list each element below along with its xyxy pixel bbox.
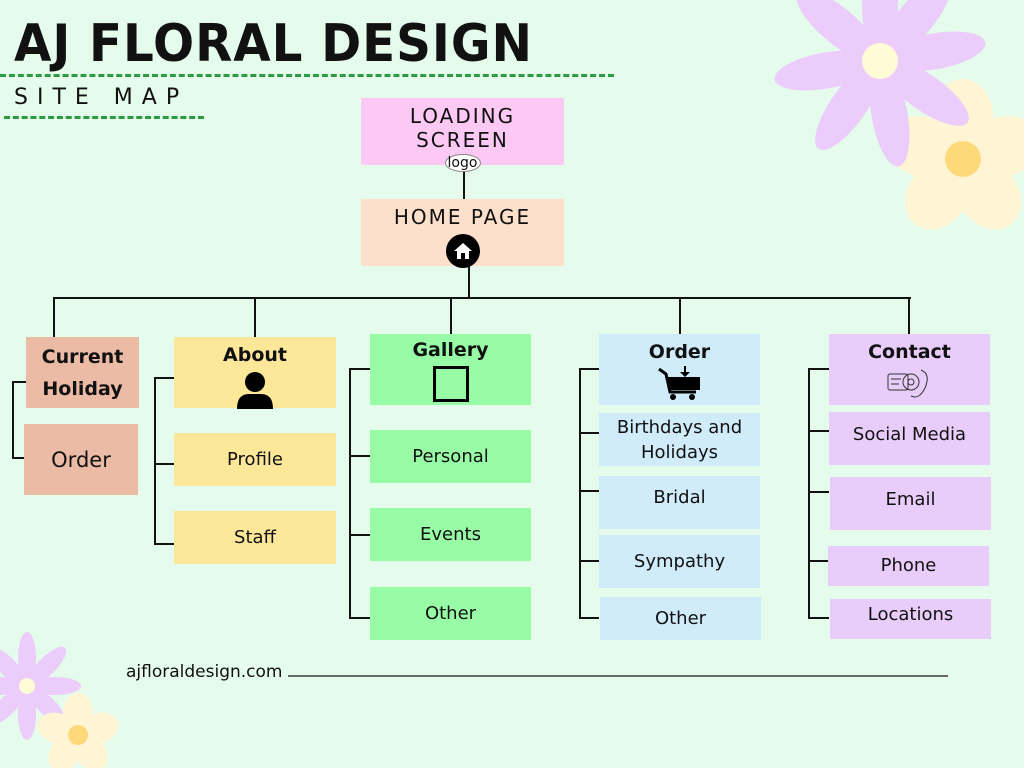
node-contact[interactable]: Contact bbox=[829, 334, 990, 405]
node-label: Contact bbox=[868, 341, 951, 363]
connector bbox=[808, 430, 829, 432]
connector bbox=[12, 381, 32, 383]
node-label: Other bbox=[424, 602, 477, 624]
node-contact-locations[interactable]: Locations bbox=[830, 599, 991, 639]
node-order[interactable]: Order bbox=[599, 334, 760, 405]
connector bbox=[579, 368, 581, 619]
connector bbox=[53, 297, 911, 299]
node-about-profile[interactable]: Profile bbox=[174, 433, 336, 486]
connector bbox=[12, 381, 14, 458]
connector bbox=[450, 297, 452, 335]
connector bbox=[349, 455, 370, 457]
node-label: Personal bbox=[412, 445, 489, 467]
node-order-sympathy[interactable]: Sympathy bbox=[599, 535, 760, 588]
node-gallery-personal[interactable]: Personal bbox=[370, 430, 531, 483]
logo-icon: logo bbox=[444, 154, 481, 172]
subtitle-divider bbox=[4, 116, 204, 119]
home-icon bbox=[445, 233, 481, 273]
node-label: About bbox=[223, 344, 287, 366]
connector bbox=[349, 368, 370, 370]
node-current-holiday-order[interactable]: Order bbox=[24, 424, 138, 495]
node-contact-phone[interactable]: Phone bbox=[828, 546, 989, 586]
connector bbox=[468, 266, 470, 298]
connector bbox=[463, 165, 465, 200]
node-label: Bridal bbox=[653, 486, 706, 508]
footer-divider bbox=[288, 675, 948, 677]
page-subtitle: SITE MAP bbox=[14, 85, 189, 110]
connector bbox=[254, 297, 256, 337]
node-label: Order bbox=[51, 447, 111, 472]
connector bbox=[679, 297, 681, 335]
node-gallery-other[interactable]: Other bbox=[370, 587, 531, 640]
node-home-page[interactable]: HOME PAGE bbox=[361, 199, 564, 268]
email-phone-icon bbox=[887, 366, 933, 406]
node-label: Phone bbox=[880, 555, 937, 576]
flower-decoration-bottom-left bbox=[0, 632, 119, 768]
connector bbox=[579, 560, 599, 562]
connector bbox=[908, 297, 910, 335]
node-gallery-events[interactable]: Events bbox=[370, 508, 531, 561]
node-label: Other bbox=[654, 607, 707, 629]
node-label: Sympathy bbox=[633, 550, 726, 572]
page-title: AJ FLORAL DESIGN bbox=[14, 14, 533, 74]
connector bbox=[579, 490, 599, 492]
connector bbox=[579, 432, 599, 434]
connector bbox=[349, 534, 370, 536]
node-label: Birthdays and Holidays bbox=[616, 416, 743, 463]
connector bbox=[349, 368, 351, 619]
node-label: Current Holiday bbox=[41, 345, 124, 400]
connector bbox=[12, 457, 26, 459]
person-icon bbox=[235, 371, 275, 413]
node-current-holiday[interactable]: Current Holiday bbox=[26, 337, 139, 408]
website-link[interactable]: ajfloraldesign.com bbox=[126, 662, 283, 682]
connector bbox=[808, 368, 810, 619]
node-about[interactable]: About bbox=[174, 337, 336, 409]
connector bbox=[579, 368, 599, 370]
node-label: LOADING SCREEN bbox=[409, 104, 516, 152]
node-label: Gallery bbox=[412, 339, 489, 361]
node-label: Order bbox=[648, 341, 711, 363]
node-about-staff[interactable]: Staff bbox=[174, 511, 336, 564]
flower-decoration-top-right bbox=[774, 0, 1024, 230]
shopping-cart-icon bbox=[657, 366, 702, 406]
connector bbox=[808, 368, 829, 370]
node-gallery[interactable]: Gallery bbox=[370, 334, 531, 405]
node-order-bridal[interactable]: Bridal bbox=[599, 476, 760, 529]
connector bbox=[154, 543, 174, 545]
node-label: HOME PAGE bbox=[393, 205, 532, 229]
node-order-other[interactable]: Other bbox=[600, 597, 761, 640]
connector bbox=[349, 617, 370, 619]
connector bbox=[154, 377, 174, 379]
node-order-birthdays-holidays[interactable]: Birthdays and Holidays bbox=[599, 413, 760, 466]
node-label: Staff bbox=[234, 526, 276, 548]
connector bbox=[808, 617, 829, 619]
node-label: Events bbox=[420, 523, 481, 545]
title-divider bbox=[0, 74, 614, 77]
image-icon bbox=[431, 364, 470, 406]
node-label: Social Media bbox=[852, 423, 967, 445]
node-contact-social-media[interactable]: Social Media bbox=[829, 412, 990, 465]
connector bbox=[53, 297, 55, 337]
connector bbox=[808, 491, 829, 493]
node-label: Email bbox=[885, 488, 936, 510]
connector bbox=[154, 377, 156, 544]
node-label: Locations bbox=[867, 604, 954, 625]
connector bbox=[579, 617, 599, 619]
node-label: Profile bbox=[227, 448, 283, 470]
node-loading-screen[interactable]: LOADING SCREEN logo bbox=[361, 98, 564, 172]
node-contact-email[interactable]: Email bbox=[830, 477, 991, 530]
connector bbox=[154, 463, 174, 465]
connector bbox=[808, 560, 829, 562]
